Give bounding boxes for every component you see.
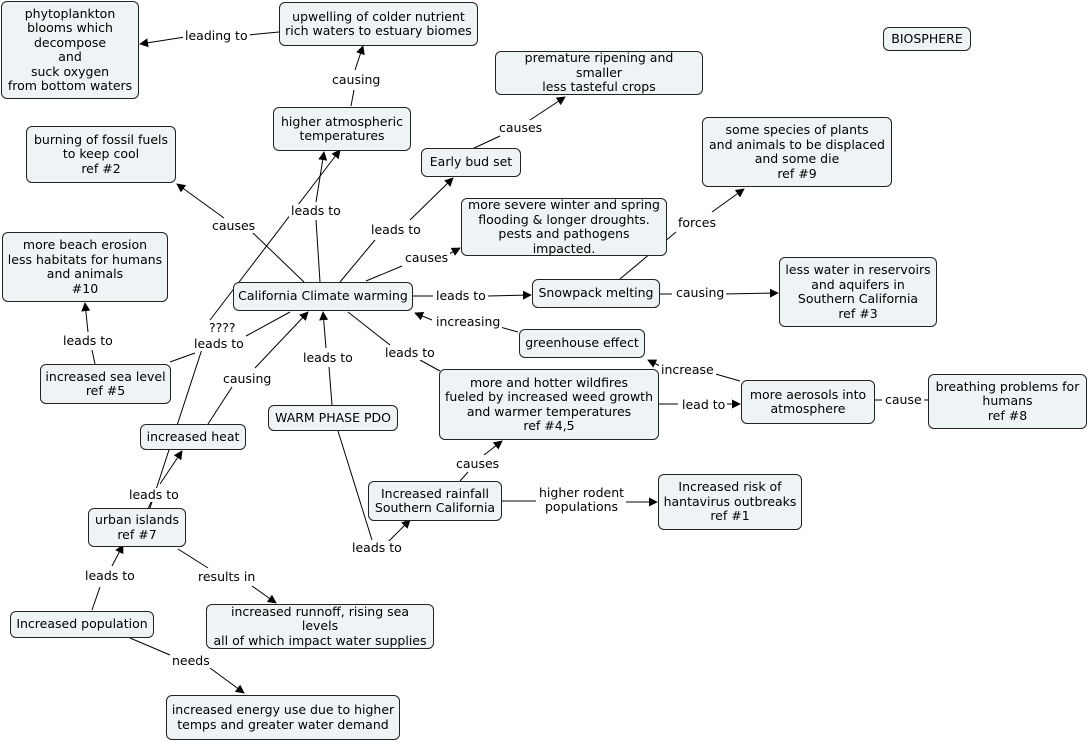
edge-ccw-leadsto-atm — [315, 219, 321, 283]
label-qmarks: ???? — [207, 320, 238, 335]
edge-pop-needs — [129, 637, 171, 656]
edge-forces-species — [711, 188, 745, 213]
node-greenhouse: greenhouse effect — [519, 329, 645, 358]
edge-leadsto-beach — [81, 302, 91, 333]
edge-sea-leadsto — [169, 352, 196, 363]
edge-leadsto-heat — [159, 450, 183, 485]
edge-causes-burning — [176, 183, 225, 219]
label-causes-bud: causes — [497, 120, 545, 135]
edge-sea-leadsto-beach — [91, 349, 96, 365]
edge-atm-causing — [350, 89, 355, 107]
node-hantavirus: Increased risk of hantavirus outbreaks r… — [658, 474, 802, 530]
edge-causing-upwelling — [354, 45, 365, 71]
label-leads-to-sea: leads to — [192, 336, 246, 351]
edge-causes-premature — [529, 96, 566, 121]
label-causing-top: causing — [330, 72, 383, 87]
edge-causing-water — [723, 288, 779, 298]
label-results-in: results in — [196, 569, 258, 584]
label-leads-to-beach: leads to — [61, 333, 115, 348]
node-aerosols: more aerosols into atmosphere — [741, 380, 875, 424]
label-leading-to: leading to — [183, 28, 250, 43]
node-breathing: breathing problems for humans ref #8 — [928, 374, 1087, 429]
edge-greenhouse-increasing — [499, 326, 519, 333]
node-species: some species of plants and animals to be… — [702, 117, 892, 187]
label-increasing: increasing — [434, 314, 503, 329]
label-increase: increase — [659, 362, 716, 377]
node-beach: more beach erosion less habitats for hum… — [2, 232, 168, 302]
edge-pdo-leadsto — [328, 366, 333, 406]
node-sea-level: increased sea level ref #5 — [40, 364, 171, 404]
node-urban: urban islands ref #7 — [88, 508, 186, 547]
edge-leadsto-ccw-pdo — [319, 311, 329, 349]
edge-ccw-leadsto-fire — [347, 311, 391, 346]
edge-leadsto-ccw-sea — [245, 311, 291, 337]
node-premature: premature ripening and smaller less tast… — [495, 51, 703, 95]
node-higher-atm: higher atmospheric temperatures — [273, 107, 411, 151]
node-less-water: less water in reservoirs and aquifers in… — [779, 257, 937, 327]
edge-bud-causes — [469, 135, 501, 151]
label-leads-to-fire: leads to — [383, 345, 437, 360]
edge-causes-fire — [483, 440, 503, 456]
edge-pop-leadsto — [91, 586, 101, 611]
edge-needs-energy — [209, 667, 245, 694]
edge-leadsto-rain — [387, 519, 411, 543]
edge-ccw-causes-severe — [365, 265, 403, 282]
edge-rain-causes — [459, 471, 469, 482]
label-causes-rain: causes — [454, 456, 502, 471]
edge-aerosols-increase — [711, 372, 741, 382]
label-cause: cause — [883, 392, 924, 407]
node-heat: increased heat — [140, 424, 246, 450]
edge-leadsto-snow — [487, 290, 532, 300]
edge-leadsto-fire — [419, 359, 441, 372]
node-wildfires: more and hotter wildfires fueled by incr… — [439, 369, 659, 440]
edge-leading-to-phytoplankton — [139, 36, 186, 48]
label-lead-to: lead to — [680, 397, 728, 412]
node-population: Increased population — [10, 611, 154, 638]
edge-leadsto-urban — [111, 544, 124, 567]
label-leads-to-pdo: leads to — [301, 350, 355, 365]
edge-ccw-leadsto-bud — [339, 239, 376, 283]
node-upwelling: upwelling of colder nutrient rich waters… — [279, 2, 478, 46]
edge-leadsto-bud — [409, 177, 454, 221]
node-rainfall: Increased rainfall Southern California — [368, 481, 502, 521]
edge-ccw-causes — [251, 231, 305, 283]
label-causing-heat: causing — [221, 371, 274, 386]
label-leads-to-bud: leads to — [369, 222, 423, 237]
node-severe: more severe winter and spring flooding &… — [461, 197, 667, 256]
edge-qmarks-atm — [209, 149, 341, 321]
edge-upwelling-label — [247, 31, 280, 36]
label-needs: needs — [170, 653, 212, 668]
label-leads-to-atm: leads to — [289, 203, 343, 218]
edge-pdo-leadsto-rain — [337, 430, 373, 541]
node-burning: burning of fossil fuels to keep cool ref… — [26, 126, 176, 183]
label-rodent: higher rodent populations — [537, 485, 627, 514]
node-runoff: increased runnoff, rising sea levels all… — [206, 604, 434, 649]
node-early-bud: Early bud set — [421, 148, 521, 177]
label-causing-water: causing — [674, 285, 727, 300]
node-energy: increased energy use due to higher temps… — [166, 695, 400, 740]
edge-results-runoff — [251, 585, 277, 604]
node-warm-pdo: WARM PHASE PDO — [268, 405, 398, 431]
edge-leadsto-atm — [315, 151, 328, 203]
edge-increasing-ccw — [414, 311, 433, 321]
node-biosphere: BIOSPHERE — [883, 27, 971, 51]
label-leads-to-urban: leads to — [83, 568, 137, 583]
label-leads-to-rain: leads to — [350, 540, 404, 555]
label-causes-burn: causes — [210, 218, 258, 233]
edge-causing-ccw — [254, 311, 309, 369]
edge-increase-greenhouse — [647, 359, 661, 368]
label-causes-severe: causes — [403, 250, 451, 265]
edge-urban-results — [177, 548, 209, 569]
edge-heat-causing — [207, 386, 233, 425]
label-leads-to-snow: leads to — [434, 288, 488, 303]
node-snowpack: Snowpack melting — [532, 279, 660, 308]
label-forces: forces — [676, 215, 718, 230]
label-leads-to-heat: leads to — [127, 487, 181, 502]
node-phytoplankton: phytoplankton blooms which decompose and… — [1, 1, 139, 99]
node-ccw: California Climate warming — [233, 282, 413, 311]
